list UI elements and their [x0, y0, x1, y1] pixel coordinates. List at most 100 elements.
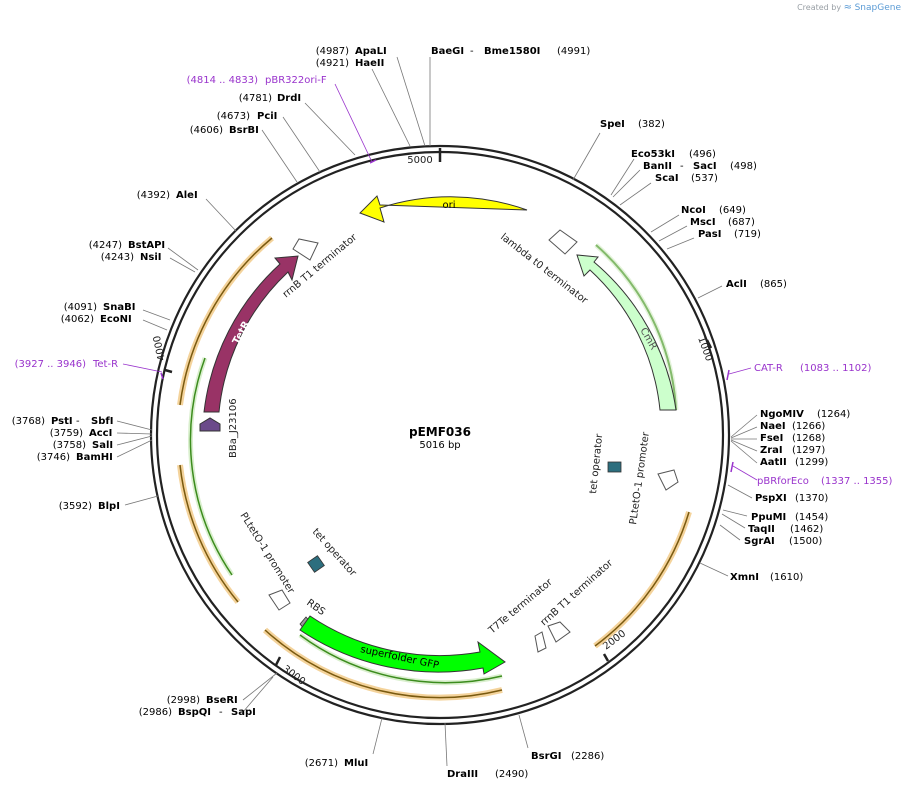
ori-arrow[interactable]	[359, 195, 528, 223]
site-name[interactable]: AatII	[760, 457, 787, 468]
site-name[interactable]: BsrBI	[229, 125, 259, 136]
orf-arc-cmr-glow	[594, 243, 679, 411]
bba-j23106-icon	[199, 417, 221, 432]
site-name[interactable]: FseI	[760, 433, 783, 444]
site-name[interactable]: SbfI	[91, 416, 113, 427]
site-name[interactable]: SapI	[231, 707, 256, 718]
site-name[interactable]: HaeII	[355, 58, 384, 69]
pltet-left-icon	[268, 589, 291, 611]
tetr-arrow[interactable]	[203, 255, 299, 413]
leader-lines	[116, 56, 758, 767]
site-name[interactable]: BaeGI	[431, 46, 464, 57]
site-name[interactable]: ScaI	[655, 173, 679, 184]
primer-name[interactable]: pBRforEco	[757, 476, 809, 487]
site-pos: (1266)	[792, 421, 825, 432]
primer-range: (1083 .. 1102)	[800, 363, 872, 374]
site-name[interactable]: TaqII	[748, 524, 775, 535]
site-name[interactable]: Bme1580I	[484, 46, 540, 57]
site-sep: -	[680, 161, 684, 172]
orf-arc-right-highlight	[593, 511, 692, 649]
rrnb-bottom-icon	[547, 621, 571, 643]
site-name[interactable]: MscI	[690, 217, 716, 228]
site-name[interactable]: BamHI	[76, 452, 113, 463]
cmr-arrow[interactable]	[576, 254, 677, 411]
feature-tetr[interactable]: TetR	[203, 255, 299, 413]
site-name[interactable]: AccI	[89, 428, 112, 439]
site-pos: (498)	[730, 161, 757, 172]
feature-lambda-t0[interactable]: lambda t0 terminator	[498, 229, 590, 307]
site-pos: (3758)	[53, 440, 86, 451]
plasmid-length: 5016 bp	[419, 440, 460, 451]
site-name[interactable]: NsiI	[140, 252, 161, 263]
site-pos: (1268)	[792, 433, 825, 444]
site-pos: (4606)	[190, 125, 223, 136]
site-name[interactable]: PstI	[51, 416, 73, 427]
tet-operator-right-icon	[607, 461, 622, 473]
site-pos: (4062)	[61, 314, 94, 325]
feature-tet-operator-left[interactable]: tet operator	[307, 527, 359, 580]
site-name[interactable]: AclI	[726, 279, 747, 290]
site-name[interactable]: AleI	[176, 190, 198, 201]
site-name[interactable]: BsrGI	[531, 751, 561, 762]
feature-superfolder-gfp[interactable]: superfolder GFP	[299, 615, 506, 675]
primer-marks	[160, 159, 734, 473]
lambda-t0-icon	[548, 229, 578, 255]
backbone-outer-ring	[149, 144, 731, 726]
site-name[interactable]: SalI	[92, 440, 113, 451]
site-pos: (4781)	[239, 93, 272, 104]
tick-2000	[602, 653, 610, 662]
site-name[interactable]: MluI	[344, 758, 368, 769]
site-pos: (2490)	[495, 769, 528, 780]
primer-name[interactable]: Tet-R	[92, 359, 118, 370]
site-name[interactable]: NgoMIV	[760, 409, 804, 420]
site-pos: (3768)	[12, 416, 45, 427]
site-name[interactable]: Eco53kI	[631, 149, 675, 160]
superfolder-gfp-arrow[interactable]	[299, 615, 506, 675]
primer-name[interactable]: CAT-R	[754, 363, 783, 374]
site-name[interactable]: SpeI	[600, 119, 625, 130]
feature-rrnb-bottom[interactable]: rrnB T1 terminator	[539, 557, 616, 643]
rrnb-top-icon	[292, 238, 319, 261]
site-name[interactable]: PpuMI	[751, 512, 786, 523]
site-name[interactable]: DraIII	[447, 769, 478, 780]
site-pos: (1462)	[790, 524, 823, 535]
site-name[interactable]: EcoNI	[100, 314, 132, 325]
pltet-right-label: PLtetO-1 promoter	[628, 431, 652, 526]
feature-pltet-promoter-right[interactable]: PLtetO-1 promoter	[628, 431, 679, 526]
site-name[interactable]: BstAPI	[128, 240, 165, 251]
tet-operator-left-icon	[307, 555, 325, 573]
site-name[interactable]: XmnI	[730, 572, 759, 583]
primer-mark-pbrforeco	[730, 461, 734, 473]
primer-mark-tet-r	[160, 372, 164, 380]
site-name[interactable]: SnaBI	[103, 302, 135, 313]
site-name[interactable]: BanII	[643, 161, 672, 172]
plasmid-name: pEMF036	[409, 425, 471, 439]
site-name[interactable]: DrdI	[277, 93, 301, 104]
feature-ori[interactable]: ori	[359, 195, 528, 223]
site-sep: -	[76, 416, 80, 427]
tet-operator-left-label: tet operator	[310, 527, 359, 580]
site-name[interactable]: PasI	[698, 229, 721, 240]
plasmid-center: pEMF036 5016 bp	[409, 425, 471, 451]
site-pos: (865)	[760, 279, 787, 290]
site-name[interactable]: BseRI	[206, 695, 238, 706]
site-pos: (1500)	[789, 536, 822, 547]
site-name[interactable]: NcoI	[681, 205, 706, 216]
feature-bba-j23106[interactable]: BBa_J23106	[199, 398, 239, 458]
site-name[interactable]: SgrAI	[744, 536, 775, 547]
site-pos: (3746)	[37, 452, 70, 463]
feature-pltet-promoter-left[interactable]: PLtetO-1 promoter	[237, 511, 297, 611]
site-name[interactable]: BlpI	[98, 501, 120, 512]
site-name[interactable]: PciI	[257, 111, 277, 122]
site-name[interactable]: ZraI	[760, 445, 783, 456]
site-name[interactable]: NaeI	[760, 421, 786, 432]
feature-tet-operator-right[interactable]: tet operator	[588, 432, 622, 494]
site-name[interactable]: BspQI	[178, 707, 211, 718]
rbs-label: RBS	[304, 597, 327, 617]
site-name[interactable]: SacI	[693, 161, 717, 172]
primer-name[interactable]: pBR322ori-F	[265, 75, 327, 86]
primer-labels: (4814 .. 4833) pBR322ori-F (3927 .. 3946…	[15, 75, 893, 487]
site-name[interactable]: PspXI	[755, 493, 787, 504]
site-name[interactable]: ApaLI	[355, 46, 387, 57]
